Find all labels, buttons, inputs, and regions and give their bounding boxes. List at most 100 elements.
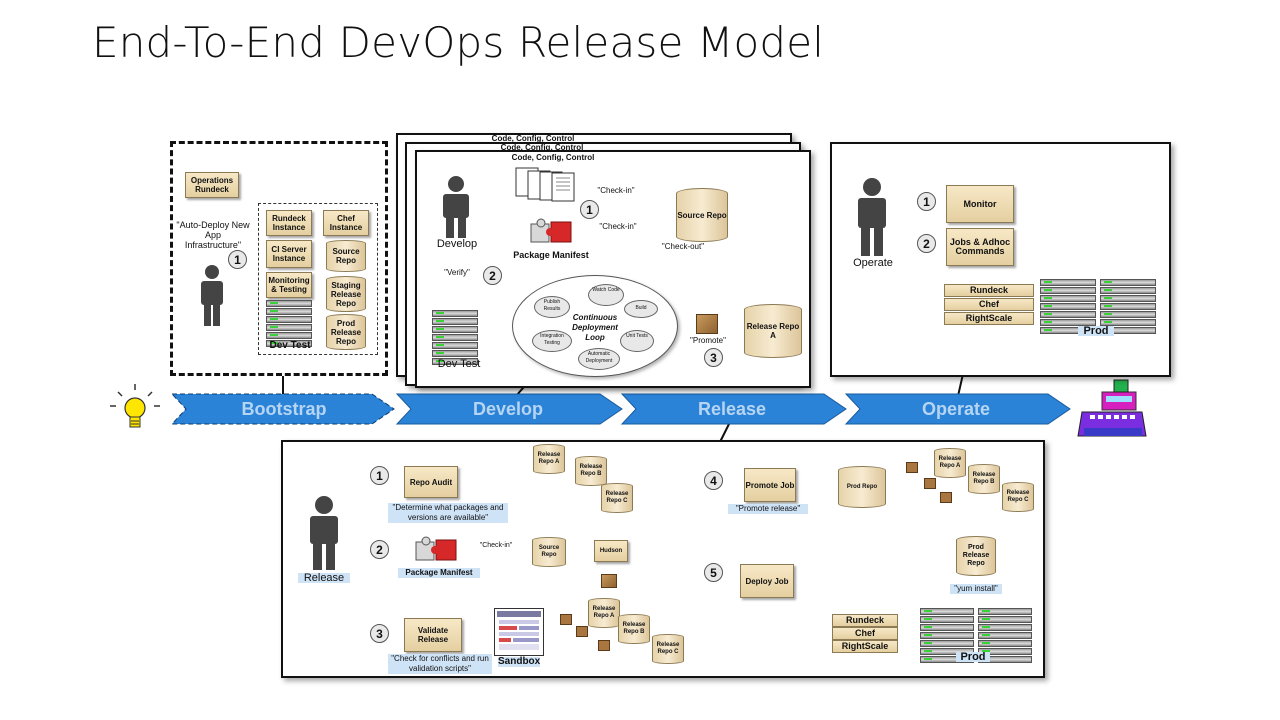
release-step-2: 2 [370,540,389,559]
package-box-icon [696,314,718,334]
develop-step-1: 1 [580,200,599,219]
release-step-1: 1 [370,466,389,485]
release-checkin-label: "Check-in" [479,542,513,549]
rundeck-instance-box: Rundeck Instance [266,210,312,236]
sandbox-label: Sandbox [498,656,541,667]
deploy-job-box: Deploy Job [740,564,794,598]
promote-repo-c: Release Repo C [1002,482,1034,512]
release-rightscale-pill: RightScale [832,640,898,653]
stage-release[interactable]: Release [697,398,767,419]
operate-prod-servers-b [1100,279,1156,335]
release-prod-label: Prod [956,652,990,663]
chef-instance-box: Chef Instance [323,210,369,236]
promote-package-a [906,462,918,473]
loop-node-integration-testing: Integration Testing [532,330,572,352]
release-step-3: 3 [370,624,389,643]
source-repo-cylinder: Source Repo [326,240,366,272]
prod-release-repo-cylinder: Prod Release Repo [956,536,996,576]
operator-figure [195,264,229,326]
develop-dev-test-label: Dev Test [437,358,481,370]
promote-repo-a: Release Repo A [934,448,966,478]
develop-step-2: 2 [483,266,502,285]
hudson-package-icon [601,574,617,588]
loop-node-automatic-deployment: Automatic Deployment [578,348,620,370]
stage-release-arrow [620,393,847,425]
code-config-control-label: Code, Config, Control [511,153,595,162]
promote-label: "Promote" [690,336,726,345]
operate-prod-label: Prod [1078,326,1114,337]
dev-test-group [258,203,378,355]
operate-step-1: 1 [917,192,936,211]
page-title: End-To-End DevOps Release Model [92,18,825,67]
stage-bootstrap[interactable]: Bootstrap [241,398,327,419]
release-role-label: Release [298,573,350,584]
dev-test-servers [266,300,312,348]
develop-role-label: Develop [436,238,478,250]
checkout-label: "Check-out" [661,242,705,251]
auto-deploy-label: "Auto-Deploy New App Infrastructure" [176,220,250,250]
validate-repo-c: Release Repo C [652,634,684,664]
validate-note: "Check for conflicts and run validation … [388,654,492,674]
developer-figure [436,176,476,238]
verify-label: "Verify" [444,268,470,277]
promote-repo-b: Release Repo B [968,464,1000,494]
stage-operate-arrow [844,393,1071,425]
ci-server-box: CI Server Instance [266,240,312,268]
promote-package-b [924,478,936,489]
loop-node-publish-results: Publish Results [534,296,570,318]
bootstrap-step-1: 1 [228,250,247,269]
yum-install-label: "yum install" [950,584,1002,594]
stage-bootstrap-arrow [170,393,395,425]
documents-icon [514,166,578,202]
monitoring-testing-box: Monitoring & Testing [266,272,312,298]
bootstrap-dev-test-label: Dev Test [269,340,311,351]
sandbox-screen [494,608,544,656]
puzzle-icon [527,218,577,248]
promote-package-c [940,492,952,503]
develop-dev-test-servers [432,310,478,366]
stage-develop-arrow [395,393,623,425]
stack-label-back-2: Code, Config, Control [491,134,575,143]
loop-node-unit-tests: Unit Tests [620,330,654,352]
operate-chef-pill: Chef [944,298,1034,311]
release-role-figure [302,496,346,570]
promote-note: "Promote release" [728,504,808,514]
stack-label-back-1: Code, Config, Control [500,143,584,152]
validate-package-a [560,614,572,625]
checkin-label-2: "Check-in" [599,222,637,231]
stage-develop[interactable]: Develop [472,398,544,419]
release-puzzle-icon [412,536,462,566]
stage-operate[interactable]: Operate [921,398,991,419]
loop-node-watch-code: Watch Code [588,284,624,306]
loop-title: Continuous Deployment Loop [572,313,618,342]
release-prod-servers-a [920,608,974,664]
operate-step-2: 2 [917,234,936,253]
prod-repo-cylinder: Prod Repo [838,466,886,508]
release-step-5: 5 [704,563,723,582]
audit-repo-a: Release Repo A [533,444,565,474]
operate-rundeck-pill: Rundeck [944,284,1034,297]
develop-source-repo-cylinder: Source Repo [676,188,728,242]
release-package-manifest-label: Package Manifest [398,568,480,578]
develop-step-3: 3 [704,348,723,367]
promote-job-box: Promote Job [744,468,796,502]
prod-release-repo-cylinder: Prod Release Repo [326,314,366,350]
operator-role-figure [851,178,893,256]
release-rundeck-pill: Rundeck [832,614,898,627]
release-step-4: 4 [704,471,723,490]
staging-release-repo-cylinder: Staging Release Repo [326,276,366,312]
validate-repo-a: Release Repo A [588,598,620,628]
repo-audit-box: Repo Audit [404,466,458,498]
validate-repo-b: Release Repo B [618,614,650,644]
loop-node-build: Build [624,300,658,318]
release-repo-a-cylinder: Release Repo A [744,304,802,358]
hudson-box: Hudson [594,540,628,562]
lightbulb-icon [110,384,160,428]
validate-package-b [576,626,588,637]
audit-repo-c: Release Repo C [601,483,633,513]
release-chef-pill: Chef [832,627,898,640]
monitor-box: Monitor [946,185,1014,223]
checkin-label-1: "Check-in" [597,186,635,195]
audit-repo-b: Release Repo B [575,456,607,486]
operate-rightscale-pill: RightScale [944,312,1034,325]
